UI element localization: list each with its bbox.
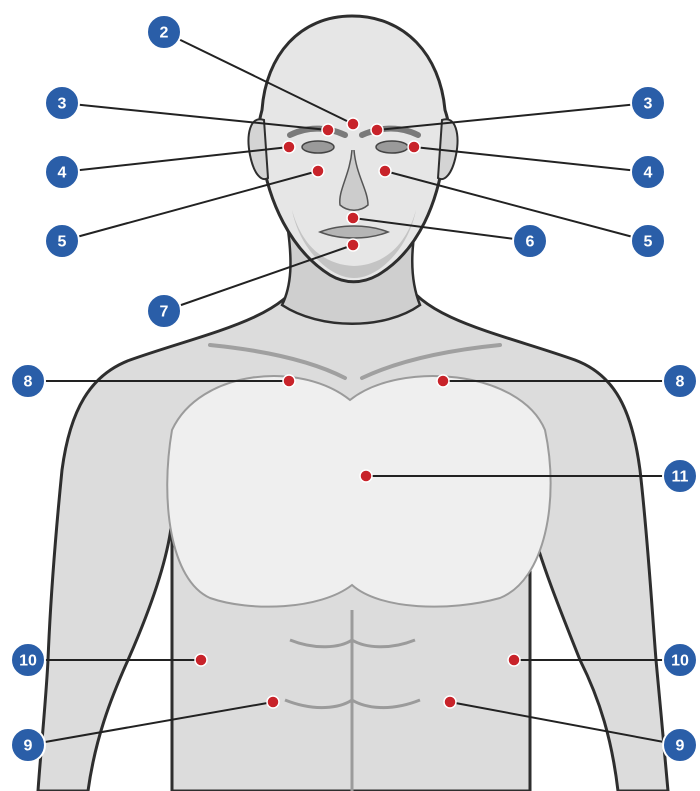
- left-eye-shape: [302, 141, 334, 153]
- acupoint-dot: [408, 141, 420, 153]
- acupoint-dot: [371, 124, 383, 136]
- number-badge-label: 8: [24, 374, 33, 391]
- acupoint-dot: [444, 696, 456, 708]
- acupoint-dot: [195, 654, 207, 666]
- number-badge-label: 6: [526, 234, 535, 251]
- pectorals-shape: [167, 376, 550, 607]
- acupoint-dot: [437, 375, 449, 387]
- acupoint-dot: [267, 696, 279, 708]
- number-badge-label: 3: [58, 96, 67, 113]
- number-badge-label: 4: [58, 165, 67, 182]
- number-badge-label: 5: [644, 234, 653, 251]
- number-badge-label: 5: [58, 234, 67, 251]
- acupoint-dot: [322, 124, 334, 136]
- number-badge-label: 2: [160, 25, 169, 42]
- number-badge-label: 7: [160, 304, 169, 321]
- male-torso-illustration: [38, 16, 668, 791]
- number-badge-label: 10: [19, 653, 37, 670]
- number-badge-label: 9: [24, 738, 33, 755]
- number-badge-label: 3: [644, 96, 653, 113]
- acupoint-dot: [379, 165, 391, 177]
- number-badge-label: 4: [644, 165, 653, 182]
- number-badge-label: 11: [672, 469, 689, 486]
- number-badge-label: 10: [671, 653, 689, 670]
- acupoint-dot: [283, 141, 295, 153]
- acupoint-dot: [347, 118, 359, 130]
- acupoint-dot: [347, 239, 359, 251]
- acupoint-dot: [360, 470, 372, 482]
- acupoint-dot: [312, 165, 324, 177]
- number-badge-label: 8: [676, 374, 685, 391]
- acupoint-dot: [283, 375, 295, 387]
- number-badge-label: 9: [676, 738, 685, 755]
- acupoint-dot: [508, 654, 520, 666]
- right-eye-shape: [376, 141, 408, 153]
- acupoint-dot: [347, 212, 359, 224]
